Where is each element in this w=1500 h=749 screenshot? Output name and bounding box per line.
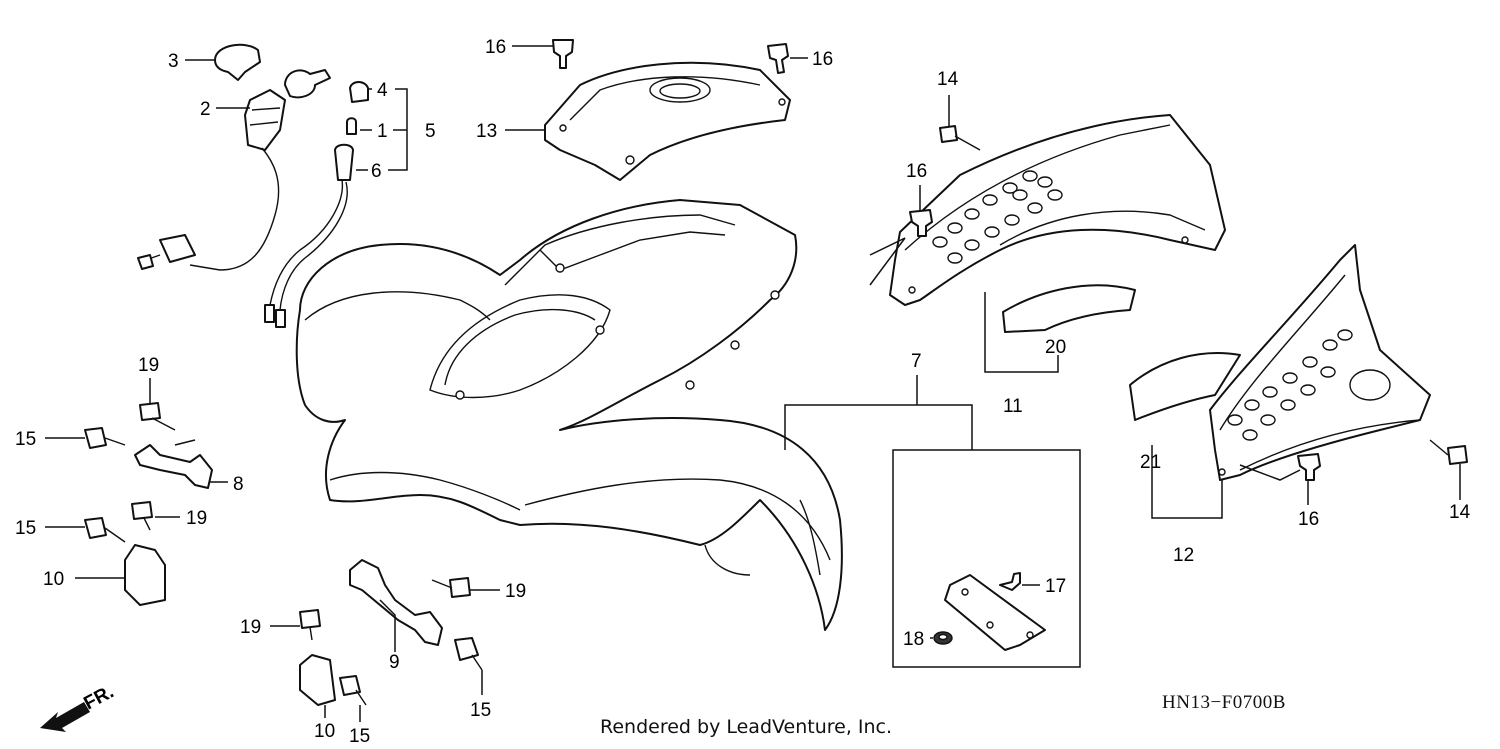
callout-16-left-guard: 16 bbox=[1298, 509, 1319, 530]
callout-7: 7 bbox=[911, 351, 922, 372]
cap-4 bbox=[349, 81, 369, 103]
callout-labels: 3 2 4 1 5 6 16 16 13 14 16 20 11 7 17 18… bbox=[15, 37, 1471, 747]
callout-17: 17 bbox=[1045, 576, 1066, 597]
callout-2: 2 bbox=[200, 99, 211, 120]
callout-20: 20 bbox=[1045, 337, 1066, 358]
diagram-code: HN13−F0700B bbox=[1162, 692, 1286, 713]
key-cap bbox=[214, 43, 261, 81]
callout-14-left: 14 bbox=[1449, 502, 1471, 523]
bulb-1 bbox=[346, 117, 357, 135]
indicator-assembly bbox=[264, 81, 369, 328]
callout-19-right: 19 bbox=[505, 581, 526, 602]
callout-8: 8 bbox=[233, 474, 244, 495]
callout-4: 4 bbox=[377, 80, 388, 101]
vent-holes-left bbox=[1227, 329, 1353, 441]
leader-lines bbox=[45, 45, 1461, 722]
callout-15-lower: 15 bbox=[349, 726, 370, 747]
callout-5: 5 bbox=[425, 121, 436, 142]
callout-15-right: 15 bbox=[470, 700, 491, 721]
reflector-plate bbox=[933, 572, 1046, 651]
callout-13: 13 bbox=[476, 121, 497, 142]
front-direction-arrow: FR. bbox=[40, 682, 117, 732]
side-guard-left bbox=[1209, 244, 1431, 481]
side-guard-right bbox=[889, 114, 1226, 306]
callout-3: 3 bbox=[168, 51, 179, 72]
callout-6: 6 bbox=[371, 161, 382, 182]
front-fender bbox=[295, 199, 843, 631]
seal-20 bbox=[1002, 284, 1136, 333]
vent-holes-right bbox=[932, 170, 1063, 264]
callout-19-middle: 19 bbox=[186, 508, 207, 529]
top-cover bbox=[544, 61, 791, 181]
callout-16-top-right: 16 bbox=[812, 49, 833, 70]
callout-11: 11 bbox=[1003, 396, 1023, 417]
callout-15-upper: 15 bbox=[15, 429, 36, 450]
callout-9: 9 bbox=[389, 652, 400, 673]
callout-12: 12 bbox=[1173, 545, 1194, 566]
callout-21: 21 bbox=[1140, 452, 1161, 473]
callout-18: 18 bbox=[903, 629, 924, 650]
socket-6 bbox=[334, 143, 354, 181]
render-credit: Rendered by LeadVenture, Inc. bbox=[600, 716, 893, 738]
callout-16-top-left: 16 bbox=[485, 37, 506, 58]
callout-1: 1 bbox=[377, 121, 388, 142]
callout-14-right: 14 bbox=[937, 69, 959, 90]
callout-15-middle: 15 bbox=[15, 518, 36, 539]
bracket-10-lower bbox=[299, 654, 336, 706]
screw-17 bbox=[999, 572, 1021, 591]
ignition-key bbox=[284, 69, 331, 99]
callout-19-lower: 19 bbox=[240, 617, 261, 638]
fasteners bbox=[84, 39, 1468, 706]
stay-8 bbox=[134, 444, 213, 489]
callout-19-upper: 19 bbox=[138, 355, 159, 376]
stay-9 bbox=[349, 559, 443, 646]
seal-21 bbox=[1129, 352, 1241, 421]
callout-10-upper: 10 bbox=[43, 569, 64, 590]
callout-10-lower: 10 bbox=[314, 721, 335, 742]
bracket-10-upper bbox=[124, 544, 166, 606]
ignition-switch bbox=[137, 43, 331, 271]
callout-16-right-guard: 16 bbox=[906, 161, 927, 182]
